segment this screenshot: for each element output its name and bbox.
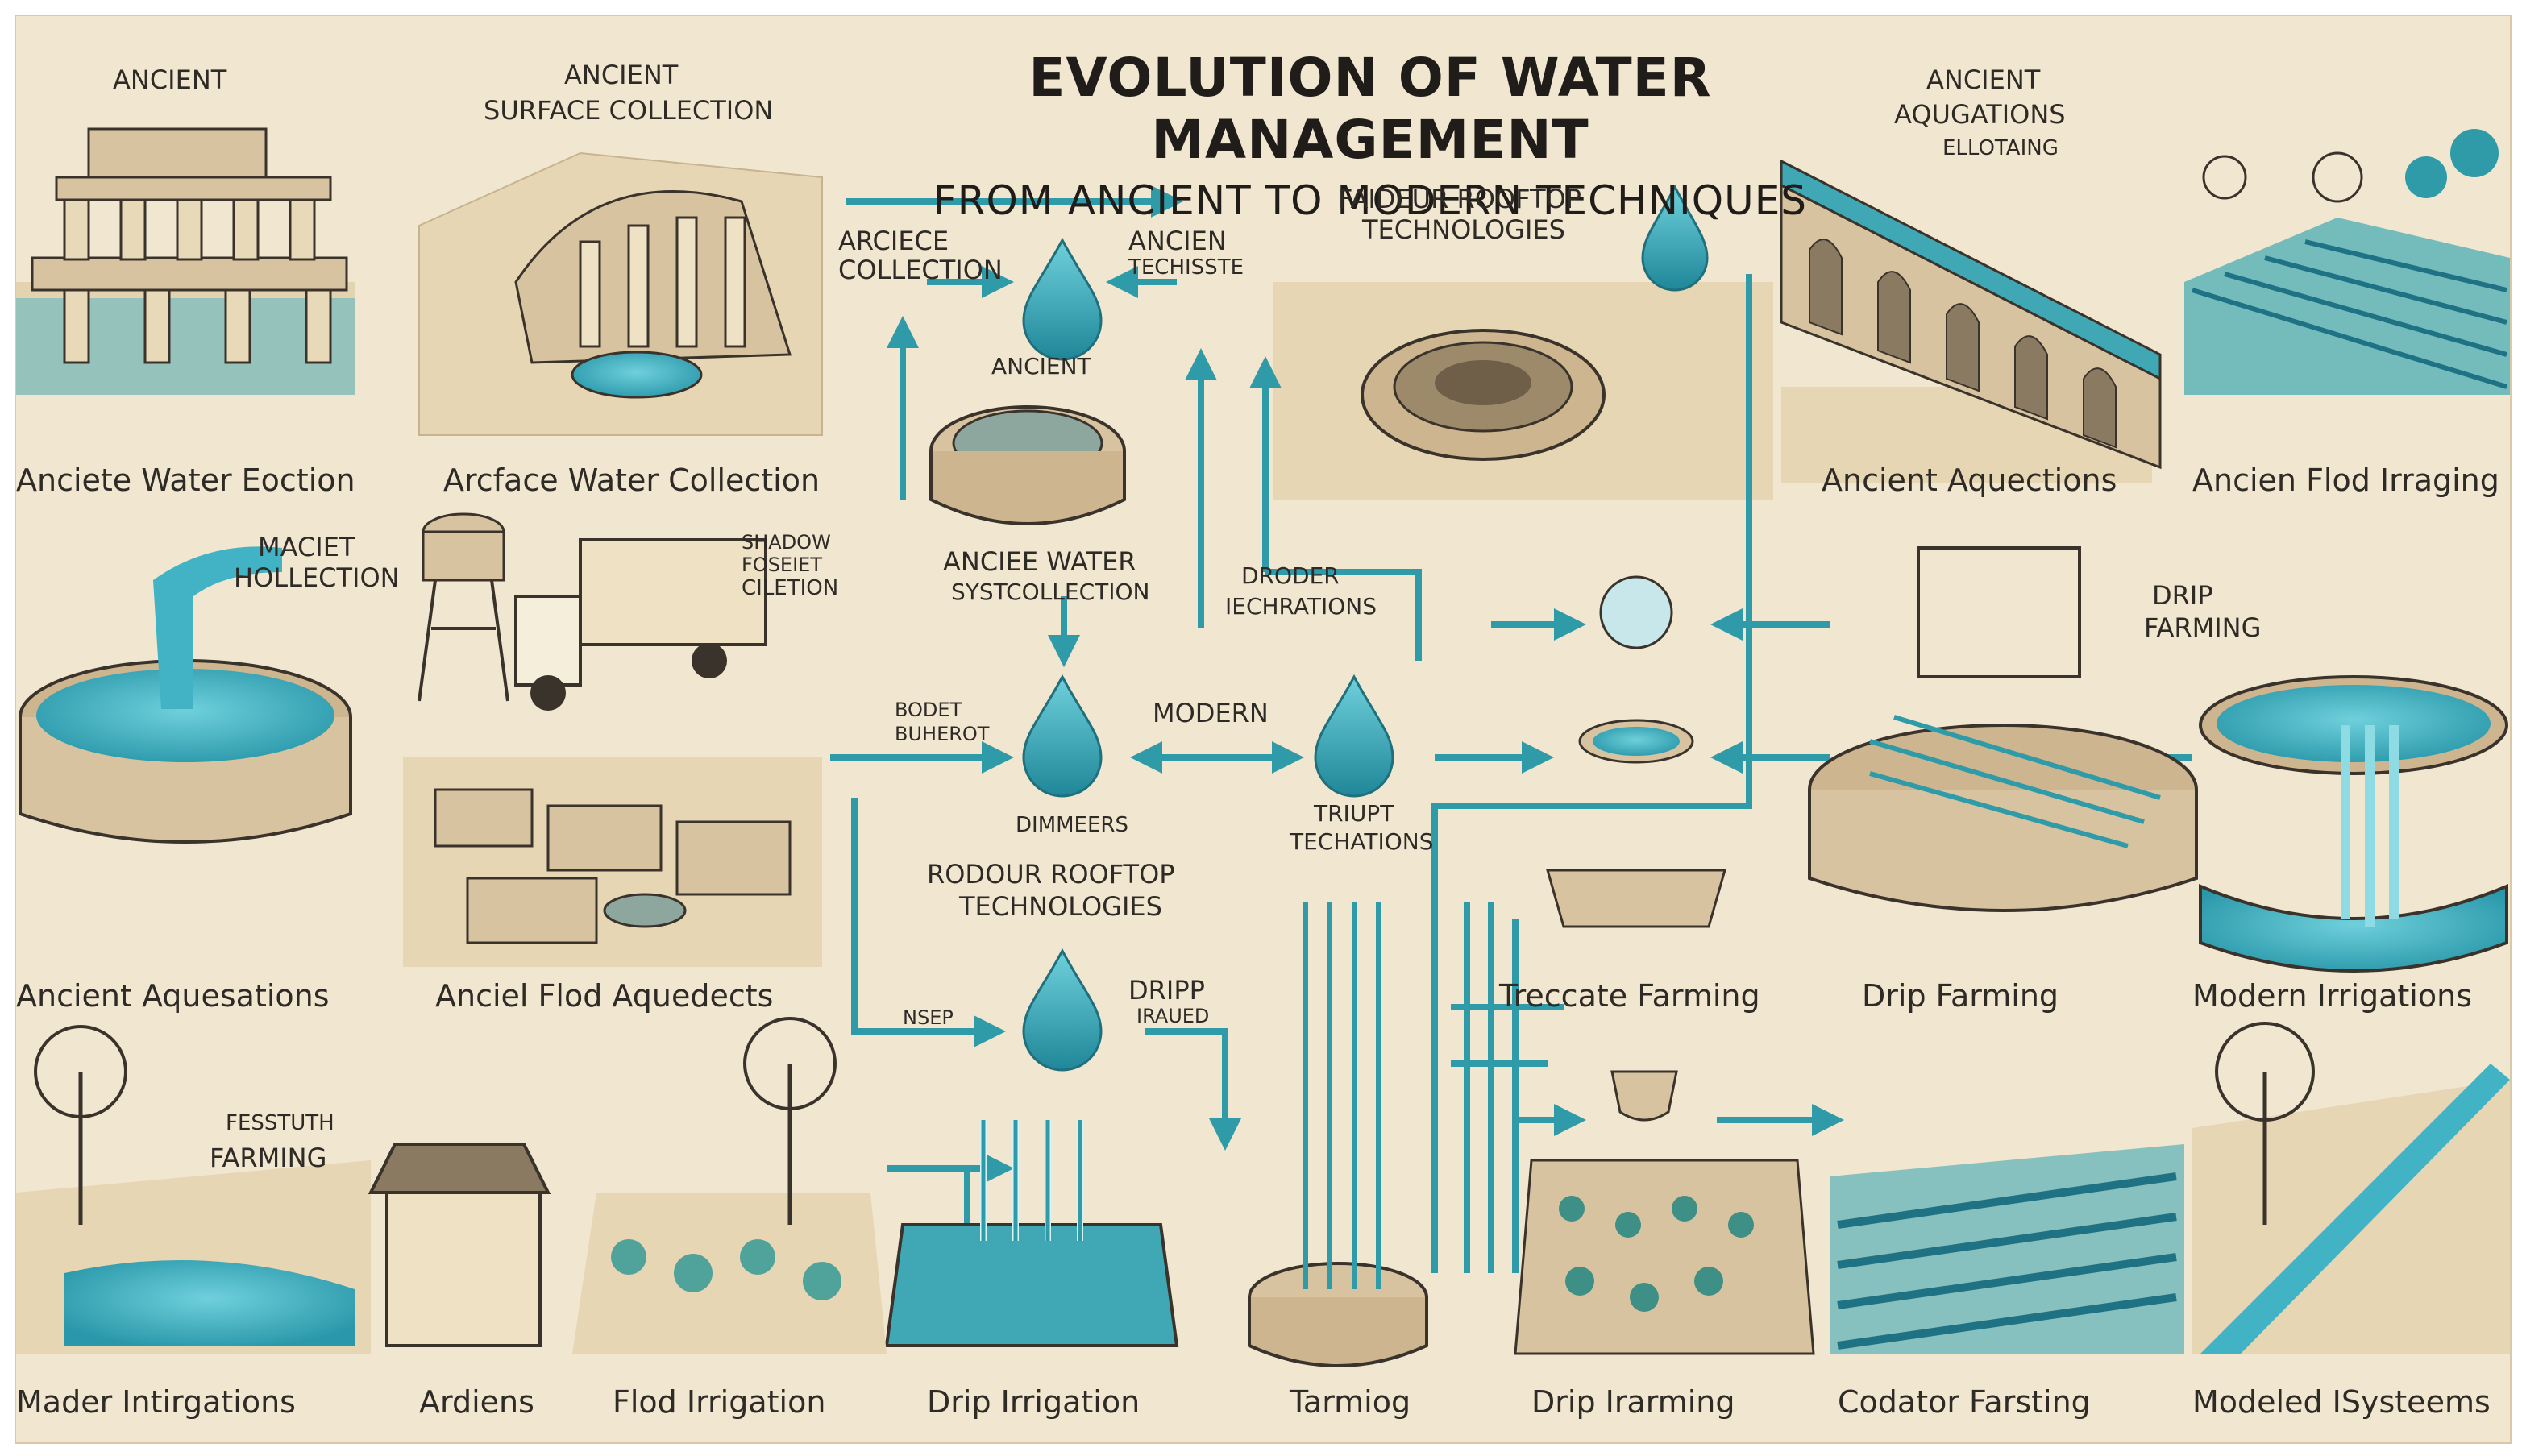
label-ancient-center: ANCIENT [991, 353, 1091, 380]
label-drip-farming-r-1: DRIP [2152, 580, 2213, 611]
drip-farm-illustration [1808, 546, 2198, 912]
label-droder-2: IECHRATIONS [1225, 593, 1377, 620]
water-drop-icons [1022, 184, 1709, 1072]
caption-treccate-farming: Treccate Farming [1499, 978, 1760, 1014]
page-subtitle: FROM ANCIENT TO MODERN TECHNIQUES [933, 177, 1808, 224]
water-drop-icon [1022, 674, 1103, 798]
label-bonet-1: BODET [895, 699, 962, 721]
round-pool-illustration [19, 546, 352, 844]
caption-drip-irrigation: Drip Irrigation [927, 1384, 1141, 1420]
flow-connectors [830, 185, 2192, 1321]
page-title: EVOLUTION OF WATER MANAGEMENT [1028, 47, 1712, 171]
house-garden-illustration [368, 1017, 887, 1354]
label-top-aquegations: AQUGATIONS [1894, 99, 2066, 130]
waterfall-pool-illustration [2199, 675, 2508, 973]
label-bonet-2: BUHEROT [895, 723, 990, 745]
ruins-illustration [16, 127, 355, 395]
aqueduct-illustration [1780, 159, 2162, 483]
label-droder-1: DRODER [1241, 562, 1340, 589]
caption-modern-irrigations: Modern Irrigations [2192, 978, 2472, 1014]
label-ancien-2: TECHISSTE [1128, 255, 1244, 280]
label-dripp-2: IRAUED [1136, 1005, 1210, 1027]
label-ancien-1: ANCIEN [1128, 226, 1227, 256]
label-arciece-2: COLLECTION [838, 255, 1003, 285]
label-top-ancient-1: ANCIENT [113, 64, 227, 95]
water-drop-icon [1314, 674, 1394, 798]
label-top-ancient-2: ANCIENT [564, 60, 679, 90]
caption-anciel-flod-aquedects: Anciel Flod Aquedects [435, 978, 774, 1014]
label-rodour-1: RODOUR ROOFTOP [927, 859, 1175, 890]
label-festet-1: FESSTUTH [226, 1111, 334, 1135]
label-faideur-1: FAIDEUR ROOFTOP [1338, 184, 1581, 214]
striped-field-illustration [1830, 1144, 2184, 1354]
water-drop-icon [1022, 948, 1103, 1072]
rooftop-pit-illustration [1273, 282, 1773, 500]
caption-mader-intirgations: Mader Intirgations [16, 1384, 296, 1420]
label-modern: MODERN [1153, 698, 1269, 728]
caption-drip-farming: Drip Farming [1862, 978, 2059, 1014]
caption-ancient-aquesations: Ancient Aquesations [16, 978, 330, 1014]
label-truck-3: CILETION [742, 576, 839, 600]
label-top-ancient-3: ANCIENT [1926, 64, 2041, 95]
label-rodour-2: TECHNOLOGIES [959, 891, 1162, 922]
label-maciet-1: MACIET [258, 532, 355, 562]
caption-modeled-systeems: Modeled ISysteems [2192, 1384, 2491, 1420]
cistern-illustration [929, 405, 1126, 525]
caption-surface-water-collection: Arcface Water Collection [443, 463, 821, 498]
label-festet-2: FARMING [210, 1143, 327, 1173]
caption-drip-irarming: Drip Irarming [1531, 1384, 1735, 1420]
surface-collection-illustration [418, 151, 823, 436]
label-ancient-water-1: ANCIEE WATER [943, 546, 1136, 577]
label-dimpers: DIMMEERS [1016, 813, 1128, 837]
caption-ancient-water-eoction: Anciete Water Eoction [16, 463, 355, 498]
label-arciece-1: ARCIECE [838, 226, 949, 256]
label-truck-1: SHADOW [742, 531, 831, 554]
caption-ancient-aquections: Ancient Aquections [1822, 463, 2117, 498]
title-block: EVOLUTION OF WATER MANAGEMENT FROM ANCIE… [822, 47, 1918, 224]
label-faideur-2: TECHNOLOGIES [1362, 214, 1565, 245]
label-maciet-2: HOLLECTION [234, 562, 400, 593]
water-drop-icon [1641, 184, 1709, 292]
label-dripp-1: DRIPP [1128, 975, 1205, 1006]
label-drip-farming-r-2: FARMING [2144, 612, 2262, 643]
water-drop-icon [1022, 237, 1103, 361]
caption-codator-farsting: Codator Farsting [1838, 1384, 2091, 1420]
label-triupt-2: TECHATIONS [1290, 828, 1434, 855]
drip-irrigation-tank-illustration [884, 1120, 1179, 1347]
label-ancient-water-2: SYSTCOLLECTION [951, 579, 1150, 605]
caption-ardiens: Ardiens [419, 1384, 534, 1420]
terrace-field-illustration [2184, 129, 2510, 395]
water-tower-truck-illustration [418, 512, 767, 711]
basin-illustrations [1546, 575, 1726, 1122]
caption-flod-irrigation: Flod Irrigation [613, 1384, 826, 1420]
farming-well-illustration [1248, 902, 1428, 1367]
label-truck-2: FOSEIET [742, 554, 822, 576]
label-triupt-1: TRIUPT [1314, 800, 1394, 827]
infographic-canvas: EVOLUTION OF WATER MANAGEMENT FROM ANCIE… [15, 15, 2512, 1444]
illustration-layer [16, 127, 2510, 1367]
label-top-elevations: ELLOTAING [1942, 136, 2059, 160]
caption-ancien-flod-irraging: Ancien Flod Irraging [2192, 463, 2499, 498]
label-left-nsep: NSEP [903, 1006, 954, 1029]
excavation-site-illustration [403, 757, 822, 967]
channel-windmill-illustration [2192, 1022, 2510, 1354]
label-top-surface: SURFACE COLLECTION [484, 95, 774, 126]
crop-bed-illustration [1514, 1159, 1815, 1355]
caption-tarmiog: Tarmiog [1290, 1384, 1411, 1420]
windmill-illustration-left [16, 1025, 371, 1354]
